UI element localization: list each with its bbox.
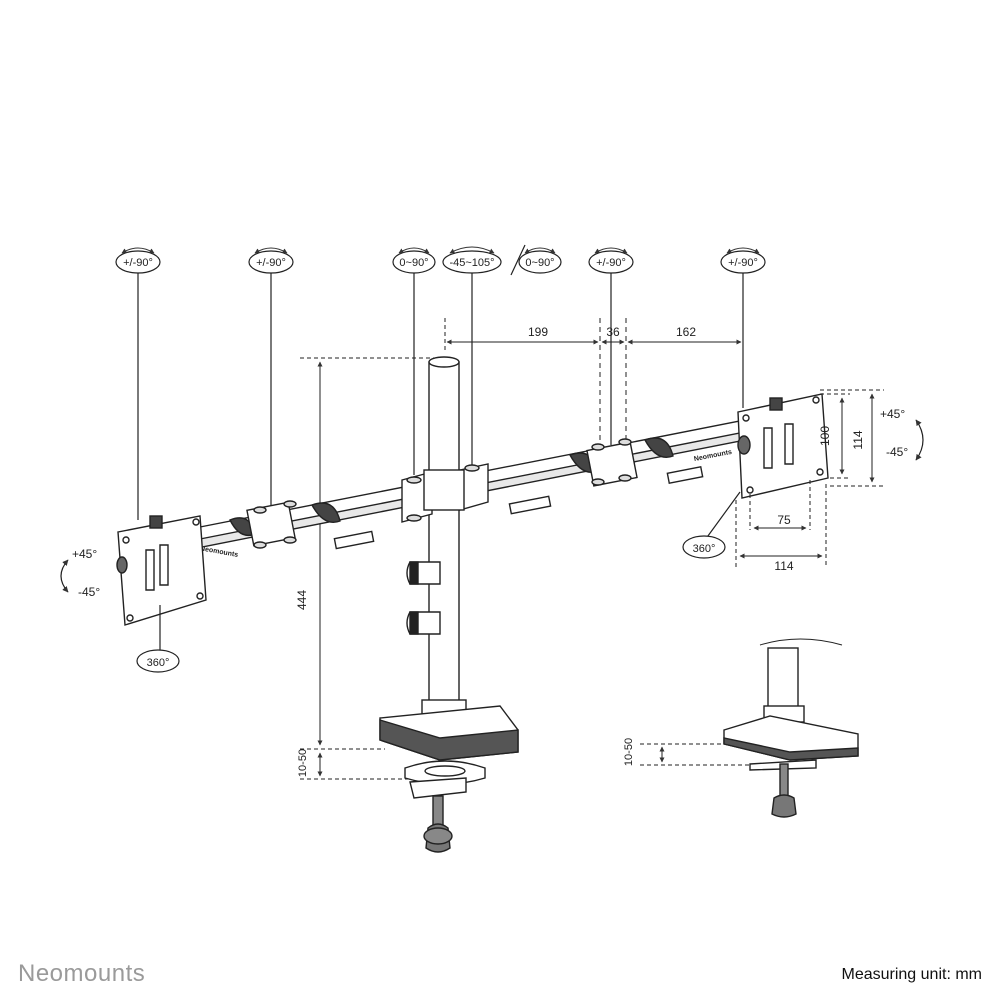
rotation-badge-rotate-right: 360° <box>682 491 741 559</box>
dim-vesa-w: 75 <box>777 513 791 527</box>
dim-arm-gap: 36 <box>606 325 620 339</box>
rotation-badge-pole-swivel-alt: 0~90° <box>518 247 562 274</box>
svg-text:-45°: -45° <box>886 445 908 459</box>
measuring-unit-note: Measuring unit: mm <box>841 966 983 983</box>
rotation-badge-pole-swivel: -45~105° <box>442 246 502 274</box>
rotation-badge-rotate-left: 360° <box>136 605 180 673</box>
dim-vesa-h: 100 <box>818 426 832 446</box>
brand-logo: Neomounts <box>18 960 146 987</box>
vesa-plate-right <box>737 393 829 499</box>
vesa-dimension-lines <box>735 389 884 568</box>
tilt-indicator-right: +45° -45° <box>880 407 924 461</box>
svg-text:+/-90°: +/-90° <box>596 257 626 269</box>
svg-text:+/-90°: +/-90° <box>123 257 153 269</box>
rotation-badge-joint-right: +/-90° <box>588 247 634 274</box>
product-logo-right: Neomounts <box>693 449 732 463</box>
svg-text:-45°: -45° <box>78 585 100 599</box>
vesa-plate-left <box>116 515 207 626</box>
svg-text:-45~105°: -45~105° <box>449 257 494 269</box>
svg-text:0~90°: 0~90° <box>525 257 554 269</box>
rotation-badge-tilt-right: +/-90° <box>720 247 766 274</box>
dim-arm-1: 199 <box>528 325 548 339</box>
rotation-badge-tilt-left: +/-90° <box>115 247 161 274</box>
dim-clamp-range: 10-50 <box>297 749 309 777</box>
desk-clamp <box>379 699 519 853</box>
clamp-detail <box>723 638 859 818</box>
product-logo-left: Neomounts <box>199 545 238 559</box>
dim-arm-2: 162 <box>676 325 696 339</box>
svg-text:360°: 360° <box>693 543 716 555</box>
svg-text:+/-90°: +/-90° <box>256 257 286 269</box>
dim-vesa-outer-w: 114 <box>774 559 793 573</box>
tilt-indicator-left: +45° -45° <box>60 547 100 599</box>
svg-text:0~90°: 0~90° <box>399 257 428 269</box>
svg-text:360°: 360° <box>147 657 170 669</box>
dim-clamp-range-detail: 10-50 <box>623 738 635 766</box>
rotation-badge-pole-top: 0~90° <box>392 247 436 274</box>
clamp-detail-dimension <box>640 743 750 766</box>
svg-text:+45°: +45° <box>880 407 905 421</box>
dim-vesa-outer-h: 114 <box>851 430 865 449</box>
pole-height-dimension <box>300 357 440 780</box>
dim-pole-height: 444 <box>295 590 309 610</box>
rotation-badge-joint-left: +/-90° <box>248 247 294 274</box>
svg-text:+45°: +45° <box>72 547 97 561</box>
svg-text:+/-90°: +/-90° <box>728 257 758 269</box>
center-pole <box>401 356 489 713</box>
